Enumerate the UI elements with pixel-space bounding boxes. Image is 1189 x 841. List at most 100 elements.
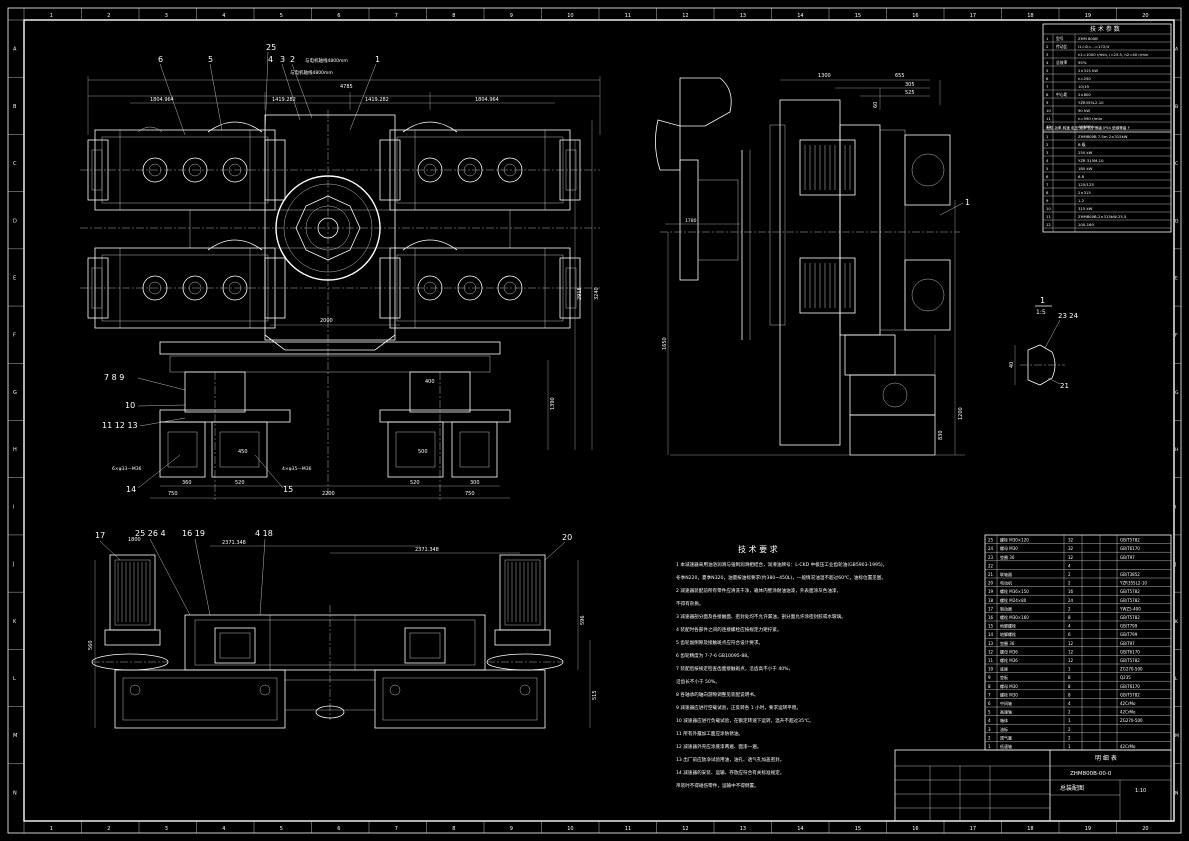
- param-index: 10: [1046, 108, 1051, 113]
- part-qty: 12: [1068, 658, 1074, 663]
- title-heading: 明 细 表: [1095, 754, 1117, 762]
- zone-number-bottom: 11: [625, 826, 631, 832]
- zone-number-bottom: 15: [855, 826, 861, 832]
- zone-letter-left: N: [13, 790, 17, 796]
- plan-view: 17 25 26 4 16 19 4 18 20 2371.348 2371.3…: [88, 529, 598, 729]
- param2-value: 125/125: [1078, 182, 1094, 187]
- part-qty: 4: [1068, 563, 1071, 568]
- zone-number-bottom: 5: [280, 826, 283, 832]
- param2-index: 7: [1046, 182, 1049, 187]
- part-no: 5: [988, 710, 991, 715]
- side-dim-1300: 1300: [818, 73, 831, 79]
- zone-number-bottom: 6: [337, 826, 340, 832]
- param2-index: 8: [1046, 190, 1049, 195]
- part-name: 制动器: [1000, 605, 1012, 611]
- zone-number-bottom: 16: [912, 826, 918, 832]
- tech-req-line: 不得有杂质。: [676, 600, 704, 607]
- side-callout-1: 1: [965, 198, 970, 207]
- part-qty: 2: [1068, 606, 1071, 611]
- part-no: 12: [988, 649, 994, 654]
- tech-req-line: 6 齿轮精度为 7-7-6 GB10095-88。: [676, 652, 752, 659]
- zone-number-top: 2: [107, 13, 110, 19]
- dim-left-half: 1804.964: [150, 97, 174, 103]
- part-name: 螺栓 M30: [1000, 691, 1018, 697]
- zone-letter-left: H: [13, 447, 17, 453]
- part-no: 2: [988, 735, 991, 740]
- plan-callout-25-26-4: 25 26 4: [135, 529, 166, 538]
- dim-2918: 2918: [577, 287, 583, 300]
- part-standard: YWZ5-400: [1119, 606, 1141, 611]
- tech-req-line: 冬季N220，夏季N320，油量按油标要求(约380~450L)，一般情况油温不…: [676, 574, 886, 581]
- param2-value: 1.2: [1078, 198, 1085, 203]
- zone-letter-right: C: [1175, 161, 1178, 167]
- param-value: 90 kW: [1078, 108, 1090, 113]
- zone-number-top: 18: [1027, 13, 1033, 19]
- plan-dim-left: 2371.348: [222, 540, 246, 546]
- part-no: 3: [988, 727, 991, 732]
- part-name: 中间轴: [1000, 700, 1012, 706]
- side-dim-830: 830: [938, 430, 944, 440]
- zone-letter-right: H: [1175, 447, 1178, 453]
- part-no: 1: [988, 744, 991, 749]
- part-qty: 2: [1068, 727, 1071, 732]
- part-qty: 12: [1068, 649, 1074, 654]
- tech-req-line: 沿齿长不小于 50%。: [676, 678, 720, 685]
- drawing-scale: 1:10: [1135, 788, 1146, 794]
- part-standard: GB/T799: [1120, 624, 1138, 629]
- param-name: 总效率: [1056, 60, 1068, 65]
- part-name: 螺栓 M30×160: [1000, 614, 1029, 620]
- param2-index: 4: [1046, 158, 1049, 163]
- tech-req-line: 11 所有外露加工面应涂防锈油。: [676, 730, 743, 737]
- param-index: 2: [1046, 44, 1049, 49]
- part-standard: GB/T799: [1120, 632, 1138, 637]
- right-upper-unit: [379, 121, 581, 211]
- title-block: 明 细 表 ZHM800B-00-0 总装配图 1:10: [894, 749, 1172, 822]
- side-dim-1650: 1650: [662, 337, 668, 350]
- part-no: 25: [988, 538, 994, 543]
- zone-letter-right: B: [1175, 104, 1178, 110]
- side-dim-655: 655: [895, 73, 905, 79]
- param-name: 型号: [1056, 36, 1064, 41]
- dim-base-w-left: 750: [168, 491, 178, 497]
- part-no: 24: [988, 546, 994, 551]
- zone-letter-right: D: [1175, 218, 1179, 224]
- zone-number-bottom: 7: [395, 826, 398, 832]
- part-qty: 2: [1068, 581, 1071, 586]
- zone-letter-right: A: [1175, 47, 1179, 53]
- side-dim-60: 60: [873, 102, 879, 108]
- part-standard: ZG270-500: [1120, 718, 1143, 723]
- part-name: 地脚螺栓: [1000, 631, 1016, 637]
- callout-6: 6: [158, 55, 163, 64]
- part-standard: GB/T5782: [1120, 589, 1140, 594]
- part-standard: GB/T3852: [1120, 572, 1140, 577]
- part-name: 联轴器: [1000, 571, 1012, 577]
- zone-number-bottom: 3: [165, 826, 168, 832]
- plan-callout-16-19: 16 19: [182, 529, 205, 538]
- zone-number-bottom: 17: [970, 826, 976, 832]
- part-standard: 42CrMo: [1120, 710, 1136, 715]
- zone-letter-right: E: [1175, 275, 1178, 281]
- zone-number-bottom: 20: [1142, 826, 1148, 832]
- param-index: 9: [1046, 100, 1049, 105]
- zone-number-top: 19: [1085, 13, 1091, 19]
- zone-number-top: 10: [567, 13, 573, 19]
- param-index: 5: [1046, 68, 1049, 73]
- plan-callout-17: 17: [95, 531, 105, 540]
- dim-pad-right: 520: [410, 480, 420, 486]
- part-qty: 4: [1068, 624, 1071, 629]
- note-shaft-lower: 与电机轴线4800mm: [290, 69, 333, 76]
- param-value: YZR355L2-10: [1078, 100, 1104, 105]
- zone-number-top: 7: [395, 13, 398, 19]
- zone-letter-left: G: [13, 390, 17, 396]
- zone-letter-right: J: [1174, 562, 1176, 568]
- param2-value: 100-160: [1078, 222, 1094, 227]
- zone-number-top: 9: [510, 13, 513, 19]
- part-standard: GB/T5782: [1120, 615, 1140, 620]
- part-name: 底座: [1000, 666, 1008, 672]
- part-qty: 8: [1068, 684, 1071, 689]
- part-standard: GB/T97: [1120, 641, 1135, 646]
- part-no: 9: [988, 675, 991, 680]
